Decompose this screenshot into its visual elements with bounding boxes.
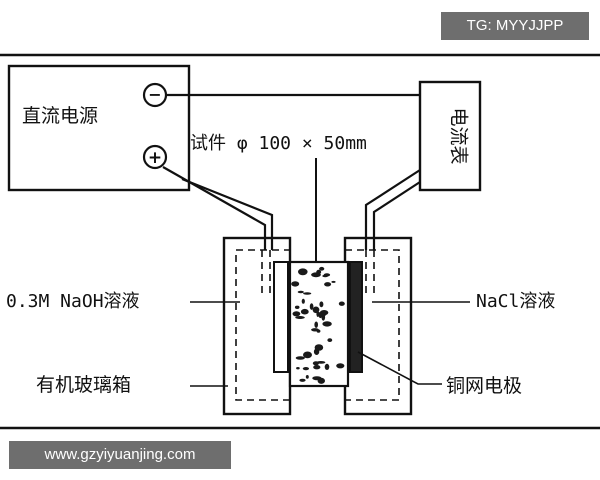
- negative-terminal-symbol: −: [148, 85, 161, 104]
- nacl-label: NaCl溶液: [476, 291, 555, 312]
- power-supply-label: 直流电源: [22, 105, 98, 127]
- aggregate-particle: [314, 344, 324, 351]
- left-solution-boundary: [235, 249, 291, 401]
- aggregate-particle: [302, 367, 309, 371]
- aggregate-particle: [324, 282, 332, 287]
- aggregate-particle: [319, 301, 324, 308]
- ammeter-box: [418, 80, 482, 192]
- aggregate-particle: [298, 268, 308, 276]
- aggregate-particle: [309, 303, 314, 310]
- aggregate-particle: [327, 338, 333, 342]
- positive-terminal-icon: [142, 144, 168, 170]
- aggregate-particle: [312, 306, 320, 314]
- wire-ammeter-to-right-electrode: [364, 169, 421, 250]
- copper-mesh-label: 铜网电极: [446, 375, 522, 397]
- aggregate-particle: [322, 274, 329, 278]
- box-label: 有机玻璃箱: [36, 374, 131, 396]
- specimen-label: 试件 φ 100 × 50mm: [190, 133, 367, 154]
- aggregate-particle: [291, 281, 300, 287]
- aggregate-particle: [318, 311, 323, 319]
- aggregate-particle: [297, 290, 304, 294]
- ammeter: 电流表: [418, 80, 482, 192]
- aggregate-particle: [292, 311, 301, 317]
- dc-power-supply: 直流电源: [7, 64, 191, 192]
- aggregate-particle: [314, 321, 319, 328]
- power-supply-box: [7, 64, 191, 192]
- copper-mesh-leader-line: [357, 351, 442, 385]
- aggregate-particle: [317, 377, 325, 384]
- positive-terminal: +: [142, 144, 168, 170]
- aggregate-particle: [295, 356, 305, 360]
- aggregate-particle: [295, 316, 305, 319]
- right-chamber: [343, 236, 413, 416]
- aggregate-particle: [336, 363, 345, 369]
- wire-positive-to-left-electrode: [162, 166, 267, 250]
- watermark-bottom: www.gzyiyuanjing.com: [9, 441, 231, 469]
- aggregate-particle: [301, 298, 305, 304]
- right-solution-boundary: [344, 249, 400, 401]
- aggregate-particle: [303, 351, 312, 359]
- aggregate-particle: [294, 305, 300, 309]
- aggregate-particle: [305, 375, 309, 379]
- negative-terminal: −: [142, 82, 168, 108]
- aggregate-particle: [321, 313, 326, 321]
- ammeter-label: 电流表: [448, 107, 470, 164]
- aggregate-particle: [300, 269, 305, 272]
- aggregate-particle: [303, 292, 312, 295]
- left-chamber-outer: [222, 236, 292, 416]
- left-chamber: [222, 236, 292, 416]
- watermark-top: TG: MYYJJPP: [441, 12, 589, 40]
- aggregate-particle: [311, 272, 321, 278]
- aggregate-particle: [319, 266, 325, 271]
- aggregate-particle: [322, 321, 332, 327]
- aggregate-particle: [324, 363, 330, 370]
- wire-positive-to-left-electrode-2: [181, 177, 274, 250]
- aggregate-particle: [338, 301, 345, 306]
- naoh-label: 0.3M NaOH溶液: [6, 291, 140, 312]
- positive-terminal-symbol: +: [148, 148, 162, 168]
- aggregate-particle: [316, 361, 326, 364]
- aggregate-particle: [331, 280, 336, 283]
- right-copper-mesh: [349, 261, 363, 373]
- aggregate-particle: [313, 365, 321, 370]
- aggregate-particle: [299, 378, 306, 382]
- aggregate-particle: [300, 308, 309, 315]
- aggregate-particle: [311, 328, 319, 332]
- wire-ammeter-to-right-electrode-2: [372, 181, 421, 250]
- left-copper-mesh: [273, 261, 289, 373]
- aggregate-particle: [296, 367, 300, 370]
- specimen: [288, 260, 350, 388]
- specimen-aggregate-texture: [291, 266, 345, 384]
